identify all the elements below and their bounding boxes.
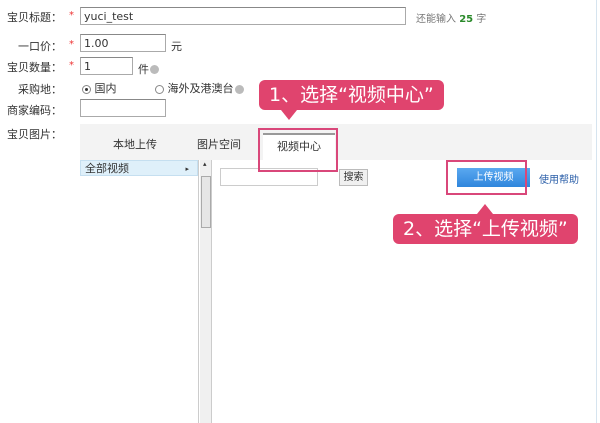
tree-scrollbar[interactable]: ▴: [200, 160, 212, 423]
tab-local-upload[interactable]: 本地上传: [94, 133, 176, 157]
arrow-right-icon: ▸: [185, 165, 189, 173]
upload-video-button[interactable]: 上传视频: [457, 168, 530, 187]
step2-callout: 2、选择“上传视频”: [393, 204, 578, 244]
remaining-suffix: 字: [476, 14, 487, 25]
price-label: 一口价：: [18, 40, 62, 53]
highlight-upload-button: [446, 160, 527, 195]
origin-label: 采购地：: [18, 83, 62, 96]
quantity-label: 宝贝数量：: [7, 61, 62, 74]
merchant-code-input[interactable]: [80, 99, 166, 117]
tree-item-label: 全部视频: [85, 162, 129, 175]
merchant-code-label: 商家编码：: [7, 104, 62, 117]
upload-panel: 本地上传 图片空间 视频中心 全部视频 ▸ ▴ 搜索 上传视频 使用帮助: [80, 124, 592, 423]
quantity-input[interactable]: 1: [80, 57, 133, 75]
required-mark: *: [69, 10, 74, 21]
required-mark: *: [69, 39, 74, 50]
callout-pointer: [281, 110, 297, 120]
images-label: 宝贝图片：: [7, 128, 62, 141]
step1-text: 1、选择“视频中心”: [269, 84, 434, 106]
help-link[interactable]: 使用帮助: [539, 175, 579, 186]
help-icon[interactable]: [234, 84, 244, 94]
title-label: 宝贝标题：: [7, 11, 62, 24]
origin-overseas[interactable]: 海外及港澳台: [155, 80, 244, 96]
step2-text: 2、选择“上传视频”: [403, 218, 568, 240]
remaining-count: 25: [459, 14, 474, 25]
highlight-video-center-tab: [258, 128, 338, 172]
tree-item-all-videos[interactable]: 全部视频 ▸: [80, 160, 198, 176]
search-button[interactable]: 搜索: [339, 169, 368, 186]
video-folder-tree: 全部视频 ▸: [80, 160, 199, 423]
remaining-prefix: 还能输入: [416, 14, 456, 25]
price-unit: 元: [171, 40, 182, 53]
step1-callout: 1、选择“视频中心”: [259, 80, 444, 120]
origin-domestic[interactable]: 国内: [82, 80, 117, 96]
radio-icon[interactable]: [155, 84, 164, 94]
required-mark: *: [69, 60, 74, 71]
origin-domestic-label: 国内: [94, 82, 117, 95]
callout-pointer: [477, 204, 493, 214]
origin-overseas-label: 海外及港澳台: [167, 82, 234, 95]
radio-icon[interactable]: [82, 84, 91, 94]
info-icon[interactable]: [150, 65, 159, 74]
title-input[interactable]: yuci_test: [80, 7, 406, 25]
scrollbar-thumb[interactable]: [201, 176, 211, 228]
tab-image-space[interactable]: 图片空间: [180, 133, 258, 157]
video-center-content: 全部视频 ▸ ▴ 搜索 上传视频 使用帮助: [80, 160, 592, 423]
remaining-chars: 还能输入 25 字: [416, 10, 486, 25]
scroll-up-icon[interactable]: ▴: [203, 160, 207, 168]
price-input[interactable]: 1.00: [80, 34, 166, 52]
video-search-input[interactable]: [220, 168, 318, 186]
quantity-unit: 件: [138, 63, 149, 76]
right-border: [596, 0, 597, 423]
tab-video-center[interactable]: 视频中心: [263, 133, 335, 160]
